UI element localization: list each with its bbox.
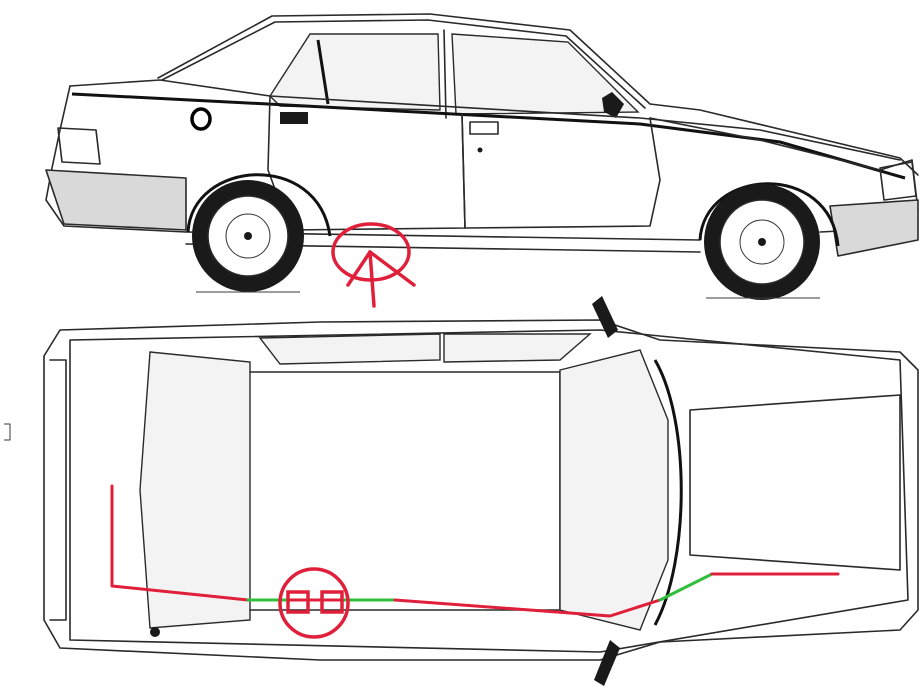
rear-wheel	[192, 180, 304, 292]
side-view-car	[45, 13, 919, 300]
front-side-window	[451, 33, 640, 115]
jack-point-marker	[331, 222, 416, 308]
fuel-cap-marker	[190, 107, 212, 131]
rear-side-window	[269, 33, 441, 111]
route-line	[110, 484, 840, 618]
mirror-right	[594, 640, 620, 686]
rear-door-handle	[280, 112, 308, 124]
front-door-handle	[469, 121, 499, 135]
rear-window	[139, 351, 251, 629]
junction-marker	[278, 567, 350, 639]
windshield	[559, 349, 669, 631]
front-wheel	[704, 184, 820, 300]
top-view-car	[4, 296, 919, 686]
mirror-left	[592, 296, 618, 338]
side-mirror	[602, 92, 624, 118]
